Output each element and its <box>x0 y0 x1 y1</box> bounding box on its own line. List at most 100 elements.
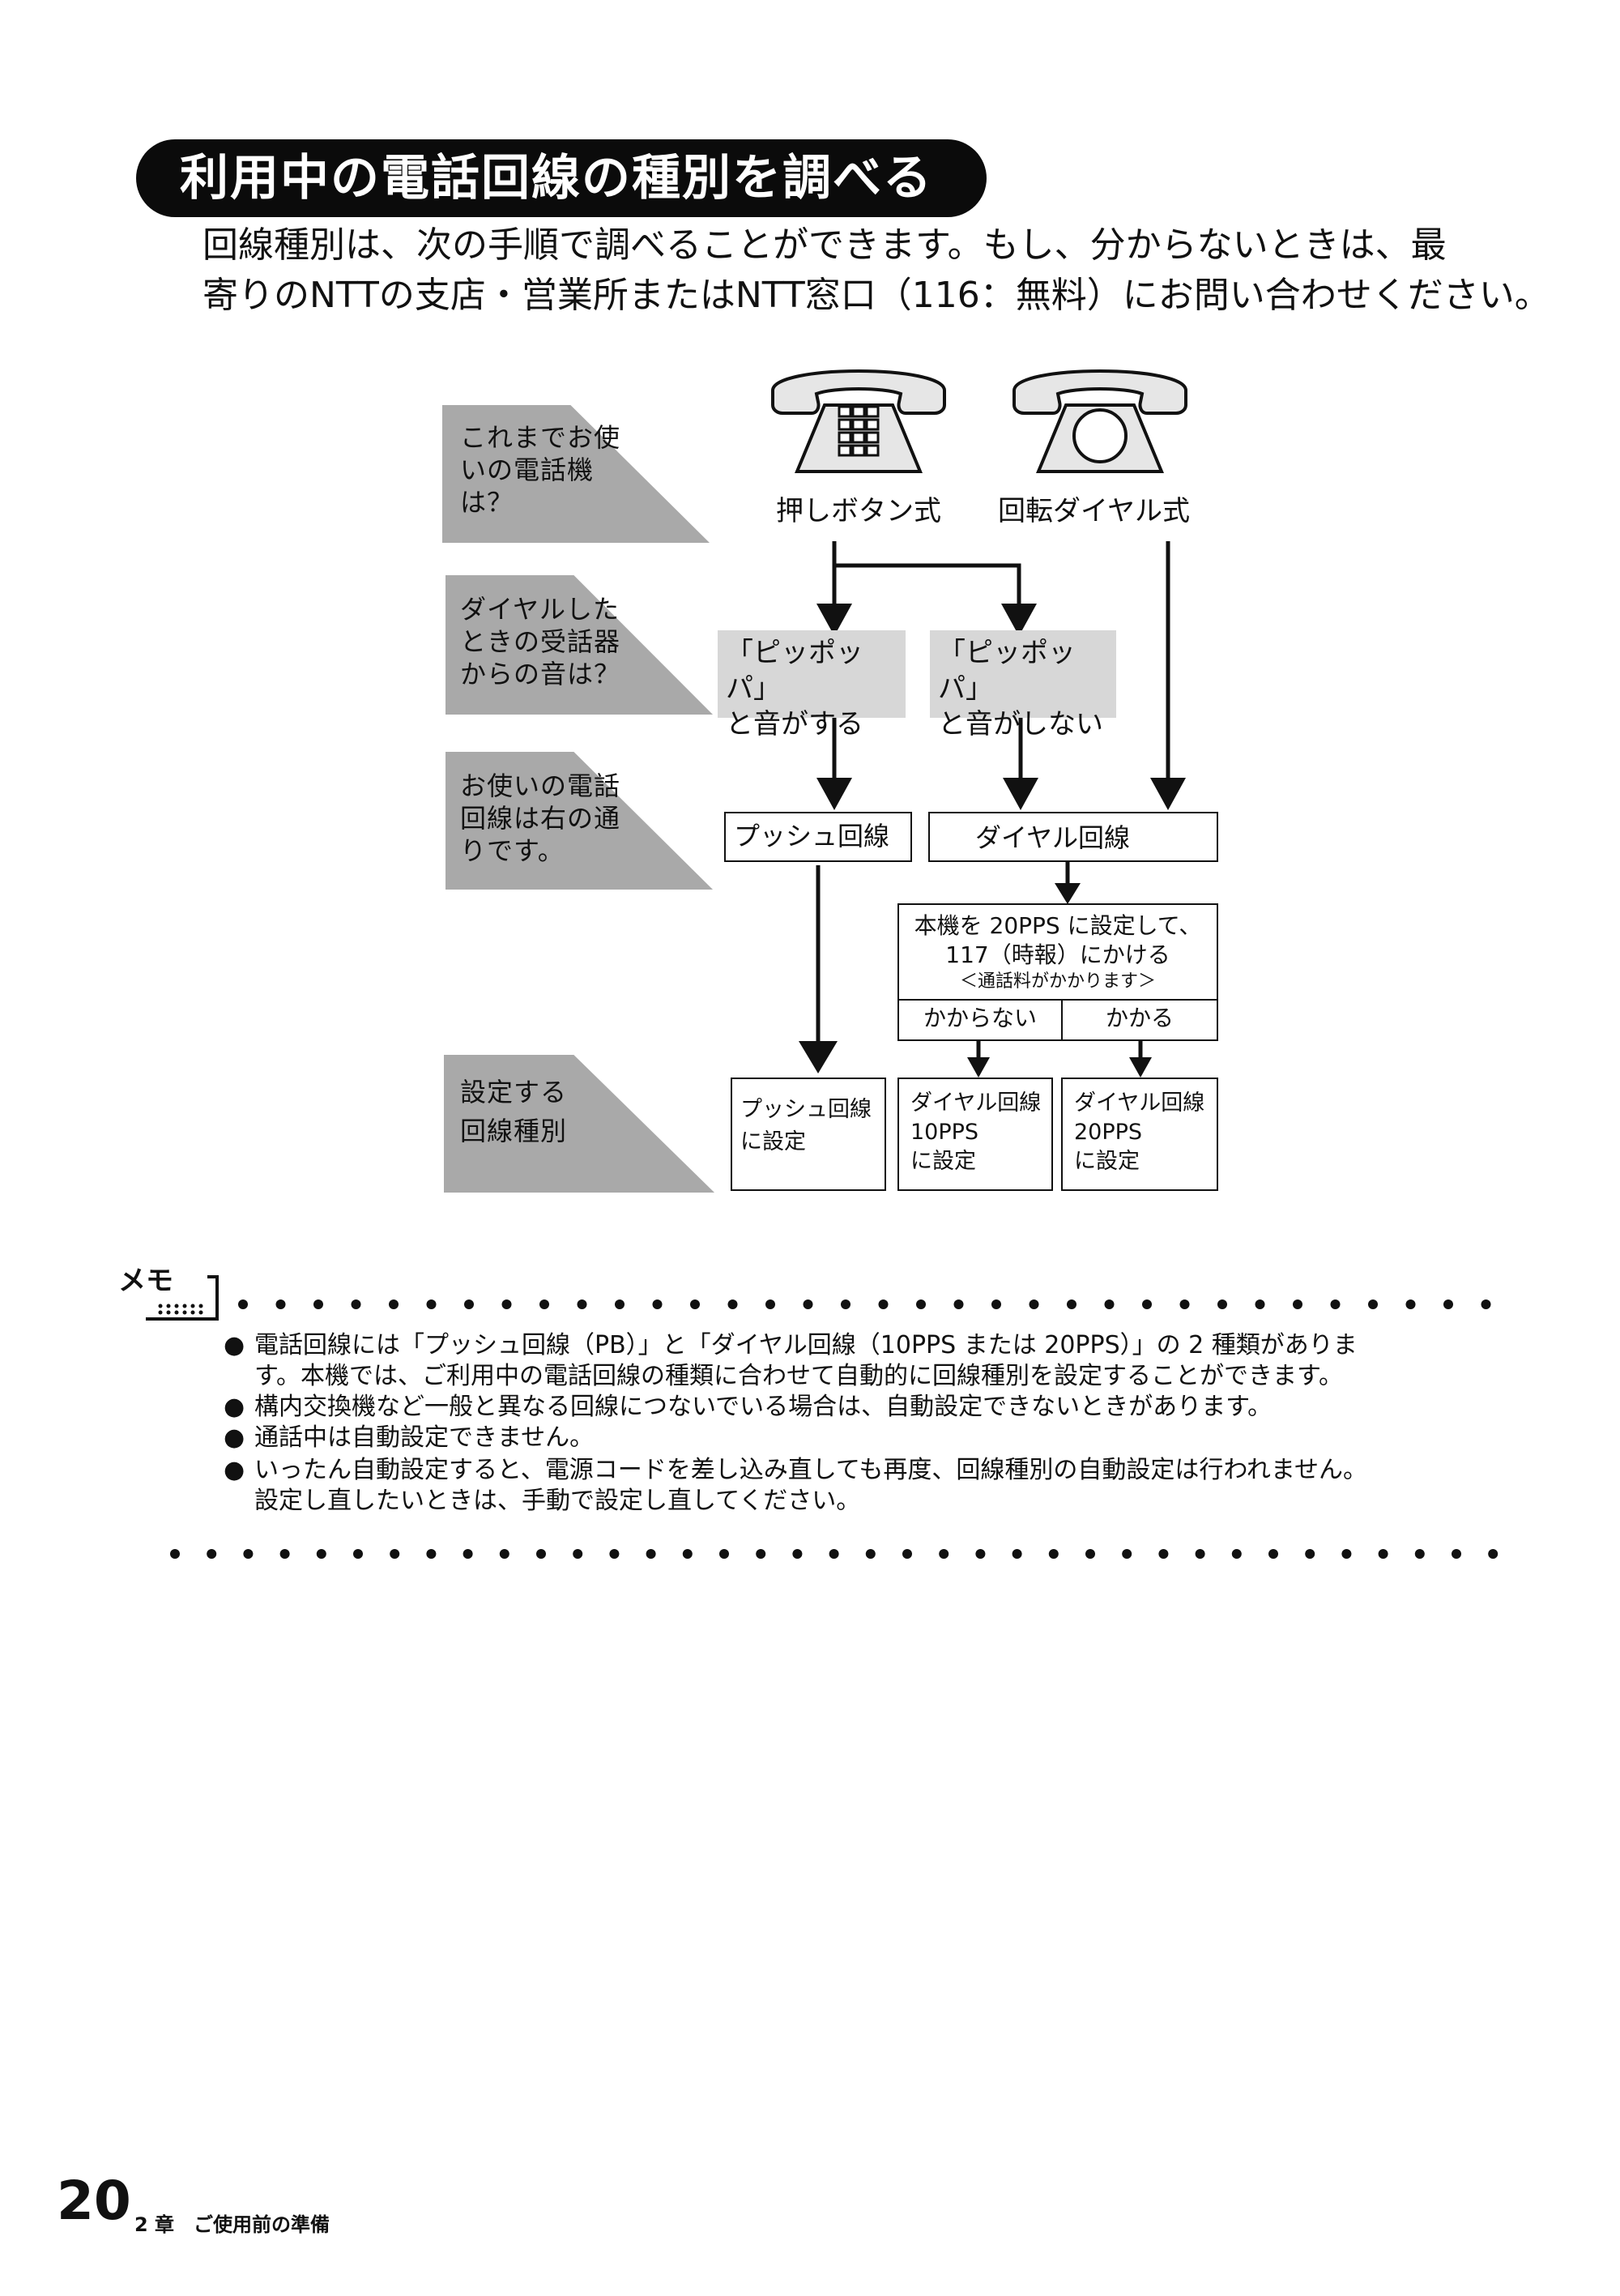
memo-dot <box>719 1549 729 1559</box>
memo-dot <box>426 1549 437 1559</box>
memo-item-4-line-1: いったん自動設定すると、電源コードを差し込み直しても再度、回線種別の自動設定は行… <box>254 1456 1367 1484</box>
memo-dot <box>1158 1549 1169 1559</box>
memo-dot <box>1293 1300 1302 1309</box>
phone-rotary-label: 回転ダイヤル式 <box>998 495 1190 527</box>
memo-dot <box>1305 1549 1315 1559</box>
memo-dot <box>609 1549 620 1559</box>
memo-bullet-4: ● <box>224 1456 245 1484</box>
sound-yes-box: 「ピッポッパ」 と音がする <box>718 630 906 740</box>
memo-dot <box>756 1549 766 1559</box>
memo-bullet-3: ● <box>224 1423 245 1452</box>
memo-dot <box>1341 1549 1352 1559</box>
memo-dot <box>615 1300 625 1309</box>
question-1-text: これまでお使 いの電話機 は？ <box>460 422 621 518</box>
push-line-label: プッシュ回線 <box>734 821 890 851</box>
memo-dot <box>501 1300 512 1309</box>
test-divider-h <box>899 999 1217 1001</box>
intro-line-1: 回線種別は、次の手順で調べることができます。もし、分からないときは、最 <box>202 224 1447 266</box>
push-button-phone-icon <box>771 369 946 473</box>
memo-dot <box>727 1300 738 1309</box>
set-10pps-label: ダイヤル回線 10PPS に設定 <box>910 1090 1042 1174</box>
memo-dot <box>279 1549 290 1559</box>
memo-dot <box>1085 1549 1095 1559</box>
memo-dot <box>316 1549 326 1559</box>
question-4-text: 設定する 回線種別 <box>460 1077 568 1146</box>
test-divider-v <box>1061 999 1063 1039</box>
set-20pps-box: ダイヤル回線 20PPS に設定 <box>1061 1078 1218 1191</box>
test-ok-label: かかる <box>1105 1005 1174 1031</box>
memo-item-1-line-2: す。本機では、ご利用中の電話回線の種類に合わせて自動的に回線種別を設定することが… <box>254 1362 1343 1390</box>
memo-dot <box>765 1300 775 1309</box>
dial-line-label: ダイヤル回線 <box>975 822 1131 853</box>
memo-dot <box>841 1300 850 1309</box>
memo-dot <box>351 1300 361 1309</box>
title-banner <box>136 139 987 217</box>
memo-dot <box>865 1549 876 1559</box>
rotary-dial-phone-icon <box>1013 369 1187 473</box>
set-push-label: プッシュ回線 に設定 <box>740 1097 872 1154</box>
memo-dot <box>313 1300 323 1309</box>
memo-item-1-line-1: 電話回線には「プッシュ回線（PB）」と「ダイヤル回線（10PPS または 20P… <box>254 1331 1358 1359</box>
memo-item-4-line-2: 設定し直したいときは、手動で設定し直してください。 <box>254 1487 861 1515</box>
memo-dot <box>353 1549 363 1559</box>
memo-icon: メモ <box>118 1265 219 1321</box>
memo-dot <box>1195 1549 1205 1559</box>
test-line-3: ＜通話料がかかります＞ <box>959 971 1156 992</box>
memo-dot <box>939 1549 949 1559</box>
chapter-label: 2 章 ご使用前の準備 <box>134 2213 330 2236</box>
page-number: 20 <box>57 2170 131 2232</box>
memo-dot <box>1048 1549 1059 1559</box>
memo-dot <box>1179 1300 1190 1309</box>
set-10pps-box: ダイヤル回線 10PPS に設定 <box>897 1078 1053 1191</box>
memo-dot <box>1414 1549 1425 1559</box>
memo-dot <box>1029 1300 1039 1309</box>
memo-label: メモ <box>118 1265 173 1297</box>
memo-dot <box>652 1300 663 1309</box>
memo-dot <box>536 1549 546 1559</box>
memo-dot <box>170 1549 180 1559</box>
memo-dot <box>902 1549 912 1559</box>
memo-item-2-line-1: 構内交換機など一般と異なる回線につないでいる場合は、自動設定できないときがありま… <box>254 1393 1273 1421</box>
memo-dot <box>1452 1549 1461 1559</box>
test-line-2: 117（時報）にかける <box>945 941 1170 968</box>
test-fail-label: かからない <box>923 1005 1037 1031</box>
test-call-box: 本機を 20PPS に設定して、 117（時報）にかける ＜通話料がかかります＞… <box>897 903 1218 1041</box>
memo-dot <box>389 1300 399 1309</box>
set-20pps-label: ダイヤル回線 20PPS に設定 <box>1074 1090 1205 1174</box>
memo-dot <box>792 1549 803 1559</box>
memo-dot <box>690 1300 700 1309</box>
memo-dot <box>1481 1300 1491 1309</box>
memo-dot <box>1067 1300 1076 1309</box>
memo-dot <box>1405 1300 1416 1309</box>
memo-dot <box>878 1300 889 1309</box>
phone-push-label: 押しボタン式 <box>776 495 941 527</box>
memo-top-dots <box>238 1300 1491 1309</box>
memo-dot <box>207 1549 217 1559</box>
memo-dot <box>646 1549 656 1559</box>
memo-dot <box>243 1549 254 1559</box>
memo-dot <box>275 1300 286 1309</box>
memo-dot <box>1142 1300 1152 1309</box>
memo-dot <box>682 1549 693 1559</box>
memo-dot <box>1378 1549 1388 1559</box>
memo-dot <box>1330 1300 1341 1309</box>
memo-dot <box>1104 1300 1115 1309</box>
memo-dot <box>1122 1549 1132 1559</box>
memo-bullet-1: ● <box>224 1331 245 1359</box>
memo-bottom-dots <box>170 1549 1498 1559</box>
push-line-box: プッシュ回線 <box>724 812 912 862</box>
memo-dot <box>577 1300 587 1309</box>
memo-dot <box>1231 1549 1242 1559</box>
memo-dot <box>464 1300 474 1309</box>
page-title: 利用中の電話回線の種別を調べる <box>180 150 933 207</box>
question-2-text: ダイヤルした ときの受話器 からの音は？ <box>460 594 621 689</box>
intro-line-2: 寄りのNTTの支店・営業所またはNTT窓口（116：無料）にお問い合わせください… <box>202 275 1550 316</box>
memo-dot <box>829 1549 839 1559</box>
memo-dot <box>463 1549 473 1559</box>
memo-bullet-2: ● <box>224 1393 245 1421</box>
memo-dot <box>1488 1549 1498 1559</box>
memo-dot <box>238 1300 248 1309</box>
memo-dot <box>390 1549 400 1559</box>
memo-dot <box>916 1300 926 1309</box>
memo-dot <box>803 1300 813 1309</box>
